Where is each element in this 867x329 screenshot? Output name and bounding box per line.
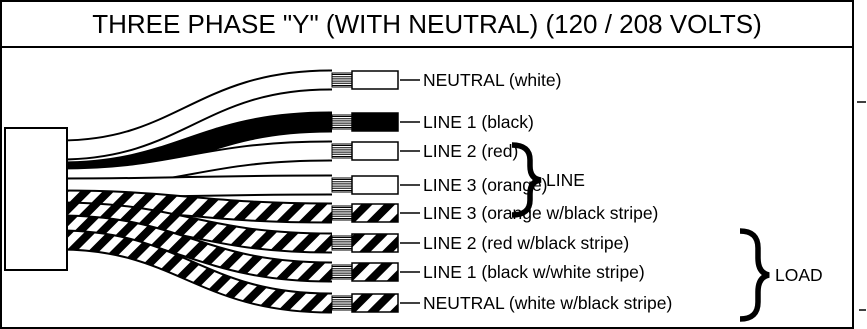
wire-strands xyxy=(331,143,353,159)
wire-insulation-end xyxy=(328,113,332,131)
wire-label: LINE 3 (orange w/black stripe) xyxy=(423,203,658,223)
wire-strands xyxy=(331,295,353,311)
connector-block xyxy=(4,127,68,271)
wire-insulation xyxy=(59,71,331,159)
wire-label: LINE 2 (red w/black stripe) xyxy=(423,233,629,253)
line-group-label: LINE xyxy=(546,170,585,190)
wire-insulation xyxy=(59,231,331,312)
wire-insulation-end xyxy=(328,204,332,222)
wire-insulation xyxy=(59,142,331,187)
wire-bundle xyxy=(59,69,399,314)
wire-insulation-end xyxy=(328,176,332,194)
wire-terminal xyxy=(351,293,399,313)
wire-label: LINE 3 (orange) xyxy=(423,175,548,195)
wire-strands xyxy=(331,114,353,130)
wire-strands xyxy=(331,264,353,280)
wire-insulation xyxy=(59,176,331,197)
wire-terminal xyxy=(351,112,399,132)
wire-insulation-end xyxy=(328,71,332,89)
wire-label: LINE 2 (red) xyxy=(423,141,518,161)
load-group-brace xyxy=(739,228,770,322)
wire-terminal xyxy=(351,233,399,253)
wire-insulation xyxy=(59,191,331,222)
wire-insulation-end xyxy=(328,234,332,252)
wire-terminal xyxy=(351,203,399,223)
line-group-brace xyxy=(511,142,542,218)
wire-insulation-end xyxy=(328,263,332,281)
wire-strands xyxy=(331,205,353,221)
wire-strands xyxy=(331,235,353,251)
wire-strands xyxy=(331,177,353,193)
wire-insulation xyxy=(59,216,331,281)
wire-insulation-end xyxy=(328,294,332,312)
wire-terminal xyxy=(351,175,399,195)
wire-label: LINE 1 (black w/white stripe) xyxy=(423,262,645,282)
wire-insulation xyxy=(59,203,331,252)
wire-label: NEUTRAL (white w/black stripe) xyxy=(423,293,672,313)
wire-labels: NEUTRAL (white) LINE 1 (black) LINE 2 (red… xyxy=(400,70,672,313)
wire-label: LINE 1 (black) xyxy=(423,112,534,132)
load-group-label: LOAD xyxy=(775,265,823,285)
wire-terminal xyxy=(351,262,399,282)
diagram-title: THREE PHASE "Y" (WITH NEUTRAL) (120 / 20… xyxy=(92,9,762,39)
wire-terminal xyxy=(351,141,399,161)
wire-insulation-end xyxy=(328,142,332,160)
wire-terminal xyxy=(351,70,399,90)
wire-strands xyxy=(331,72,353,88)
wire-label: NEUTRAL (white) xyxy=(423,70,561,90)
